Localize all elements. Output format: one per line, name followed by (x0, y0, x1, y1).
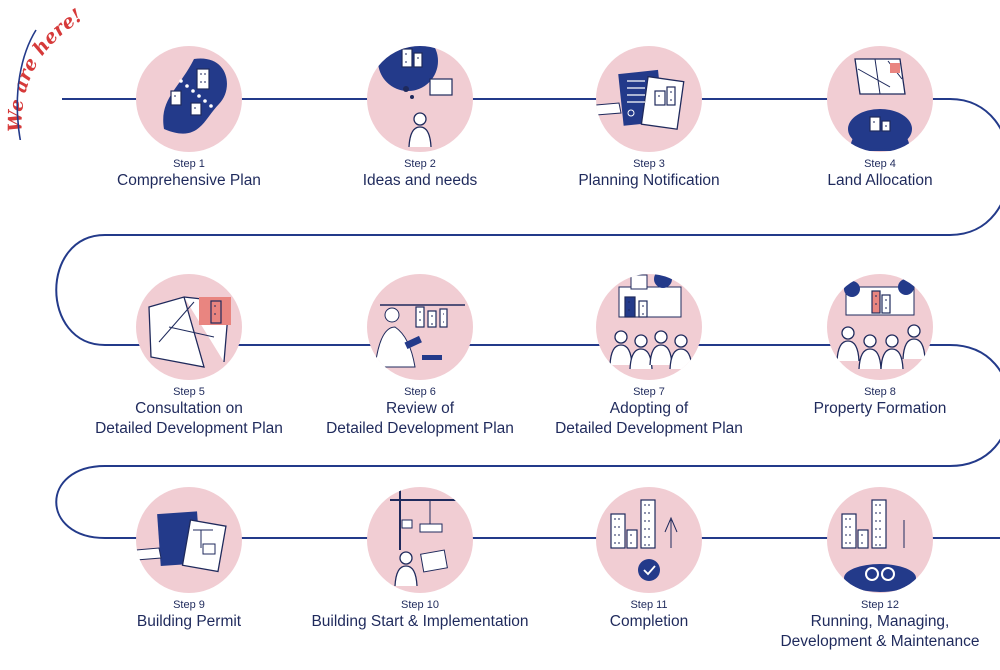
roadmap-path (55, 98, 1000, 539)
step-7-label: Step 7 Adopting of Detailed Development Pl… (529, 385, 769, 439)
step-9-node (136, 487, 242, 593)
step-number: Step 5 (173, 386, 205, 398)
step-12-node (827, 487, 933, 593)
step-number: Step 4 (864, 158, 896, 170)
step-1-node (136, 46, 242, 152)
step-11-node (596, 487, 702, 593)
curved-arrow-icon (16, 29, 37, 140)
step-10-node (367, 487, 473, 593)
step-number: Step 10 (401, 599, 439, 611)
land-map-icon (848, 58, 912, 151)
step-7-node (596, 274, 702, 380)
step-title: Planning Notification (578, 172, 720, 189)
step-number: Step 7 (633, 386, 665, 398)
step-9-label: Step 9 Building Permit (69, 598, 309, 632)
step-10-label: Step 10 Building Start & Implementation (300, 598, 540, 632)
step-3-label: Step 3 Planning Notification (529, 157, 769, 191)
step-5-label: Step 5 Consultation on Detailed Developmen… (69, 385, 309, 439)
documents-hand-icon (596, 69, 685, 130)
step-number: Step 1 (173, 158, 205, 170)
step-12-label: Step 12 Running, Managing, Development & M… (760, 598, 1000, 652)
step-title: Ideas and needs (362, 172, 478, 189)
people-board-icon (836, 279, 926, 370)
step-title: Consultation on (135, 400, 243, 417)
permit-documents-icon (136, 511, 227, 573)
completed-buildings-icon (610, 499, 678, 581)
step-title: Land Allocation (827, 172, 933, 189)
step-number: Step 8 (864, 386, 896, 398)
step-title: Comprehensive Plan (117, 172, 261, 189)
step-number: Step 6 (404, 386, 436, 398)
step-11-label: Step 11 Completion (529, 598, 769, 632)
step-title: Running, Managing, (810, 613, 950, 630)
step-8-label: Step 8 Property Formation (760, 385, 1000, 419)
step-1-label: Step 1 Comprehensive Plan (69, 157, 309, 191)
step-2-node (367, 46, 473, 152)
step-title: Detailed Development Plan (326, 420, 514, 437)
gavel-review-icon (374, 304, 465, 368)
step-title: Detailed Development Plan (95, 420, 283, 437)
step-title: Completion (609, 613, 689, 630)
step-4-label: Step 4 Land Allocation (760, 157, 1000, 191)
city-map-icon (163, 58, 227, 134)
maintenance-gears-icon (841, 499, 916, 592)
step-8-node (827, 274, 933, 380)
step-title: Detailed Development Plan (555, 420, 743, 437)
step-2-label: Step 2 Ideas and needs (300, 157, 540, 191)
step-6-node (367, 274, 473, 380)
step-number: Step 9 (173, 599, 205, 611)
step-number: Step 2 (404, 158, 436, 170)
step-title: Review of (385, 400, 455, 417)
step-title: Property Formation (813, 400, 947, 417)
step-number: Step 11 (630, 599, 668, 611)
step-title: Adopting of (609, 400, 689, 417)
step-title: Building Start & Implementation (311, 613, 529, 630)
plot-plan-icon (148, 296, 231, 368)
step-title: Development & Maintenance (780, 633, 980, 650)
step-title: Building Permit (136, 613, 242, 630)
step-4-node (827, 46, 933, 152)
step-circle (367, 487, 473, 593)
step-3-node (596, 46, 702, 152)
group-approve-icon (609, 274, 693, 370)
step-6-label: Step 6 Review of Detailed Development Plan (300, 385, 540, 439)
step-5-node (136, 274, 242, 380)
person-thinking-icon (378, 46, 453, 148)
we-are-here-badge: We are here! (6, 5, 86, 140)
step-number: Step 3 (633, 158, 665, 170)
construction-crane-icon (390, 490, 460, 587)
step-number: Step 12 (861, 599, 899, 611)
